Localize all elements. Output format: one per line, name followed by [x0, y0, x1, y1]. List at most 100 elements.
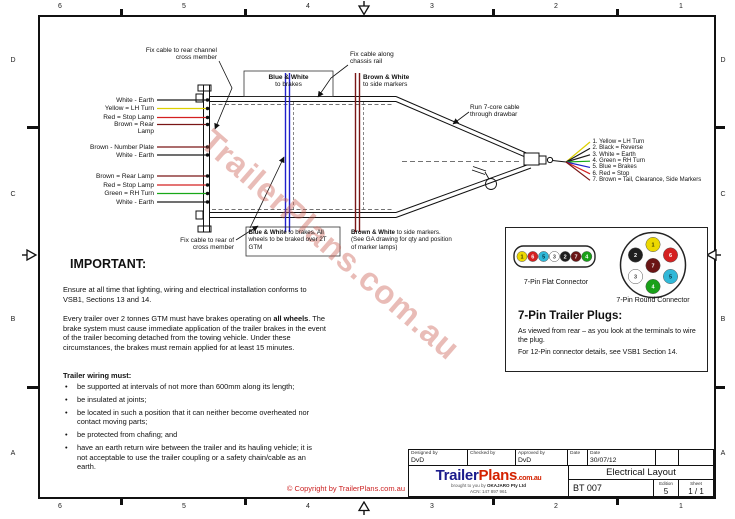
ruler-letter: D [10, 57, 16, 64]
pin-wire-label: 5. Blue = Brakes [592, 164, 637, 171]
wire-label: White - Earth [116, 198, 154, 206]
flat-pin-number: 7 [574, 255, 577, 261]
copyright-notice: © Copyright by TrailerPlans.com.au [286, 484, 405, 493]
wire-label: White - Earth [116, 151, 154, 159]
document-number: BT 007 [569, 480, 654, 496]
important-para2: Every trailer over 2 tonnes GTM must hav… [63, 314, 327, 352]
ruler-number: 3 [430, 503, 434, 510]
tb-value: DvD [411, 457, 425, 464]
flat-pin-number: 5 [542, 255, 545, 261]
centre-arrow-top [357, 1, 371, 16]
ruler-tick [27, 126, 38, 129]
round-pin-number: 5 [669, 275, 672, 281]
callout-drawbar: Run 7-core cable through drawbar [470, 104, 520, 119]
logo-tagline: brought to you by OKAJARO Pty Ltd [450, 483, 526, 489]
ruler-tick [616, 498, 619, 505]
ruler-number: 4 [306, 3, 310, 10]
important-para2-bold: all wheels [273, 314, 309, 323]
centre-arrow-right [705, 248, 721, 262]
ruler-tick [492, 498, 495, 505]
plugs-heading: 7-Pin Trailer Plugs: [518, 310, 623, 322]
ruler-number: 2 [554, 503, 558, 510]
label-brakes-bottom: Blue & White to brakes. All wheels to be… [249, 229, 338, 251]
wire-label: Brown = Rear Lamp [114, 121, 154, 136]
ruler-number: 5 [182, 3, 186, 10]
sheet-cell: Sheet 1 / 1 [679, 480, 713, 496]
wire-label: Red = Stop Lamp [103, 114, 154, 121]
wire-label: Red = Stop Lamp [103, 181, 154, 189]
centre-arrow-bottom [357, 501, 371, 515]
ruler-tick [27, 386, 38, 389]
ruler-tick [244, 9, 247, 16]
important-para2-pre: Every trailer over 2 tonnes GTM must hav… [63, 314, 274, 323]
label-side-markers-top-bold: Brown & White [363, 74, 410, 81]
wire-label: Green = RH Turn [104, 190, 154, 197]
ruler-tick [616, 9, 619, 16]
logo-tagline-pre: brought to you by [450, 483, 486, 488]
logo-part-plans: Plans [478, 466, 518, 484]
tb-header: Checked by [470, 451, 496, 456]
ruler-tick [120, 498, 123, 505]
tb-header: Approved by [518, 451, 545, 456]
important-heading: IMPORTANT: [70, 257, 147, 271]
drawing-title: Electrical Layout [569, 466, 713, 480]
wiring-rule: be supported at intervals of not more th… [63, 382, 315, 392]
edition-cell: Edition 5 [654, 480, 679, 496]
pin-wire-label: 6. Red = Stop [592, 170, 630, 177]
leader-lines [214, 60, 470, 241]
ruler-letter: A [10, 450, 16, 457]
ruler-tick [714, 126, 725, 129]
ruler-letter: A [720, 450, 726, 457]
ruler-tick [244, 498, 247, 505]
callout-chassis-rail: Fix cable along chassis rail [350, 51, 394, 66]
round-pin-number: 1 [651, 243, 654, 249]
tb-date-2: Date 30/07/12 [588, 450, 656, 465]
brake-cables [284, 73, 294, 232]
flat-pin-number: 3 [553, 255, 556, 261]
callout-rear-cross: Fix cable to rear of cross member [180, 237, 234, 252]
label-side-markers-top-rest: to side markers [363, 81, 408, 89]
tb-value: DvD [518, 457, 532, 464]
drawbar [395, 96, 567, 218]
ruler-number: 4 [306, 503, 310, 510]
ruler-letter: D [720, 57, 726, 64]
round-pin-number: 6 [669, 253, 672, 259]
ruler-tick [120, 9, 123, 16]
important-para1: Ensure at all time that lighting, wiring… [63, 285, 307, 304]
title-block: Designed by DvD Checked by Approved by D… [408, 449, 714, 497]
title-block-bottom-row: BT 007 Edition 5 Sheet 1 / 1 [569, 480, 713, 496]
ruler-number: 6 [58, 503, 62, 510]
round-pin-number: 4 [651, 285, 655, 291]
wiring-rule: be located in such a position that it ca… [63, 408, 315, 427]
round-pin-number: 7 [651, 264, 654, 270]
label-side-markers-top: Brown & White to side markers [363, 74, 423, 89]
title-block-header-row: Designed by DvD Checked by Approved by D… [409, 450, 713, 466]
tb-value: 30/07/12 [590, 457, 617, 464]
logo-part-domain: .com.au [517, 474, 542, 482]
flat-pin-number: 2 [564, 255, 567, 261]
pin-wire-label: 2. Black = Reverse [592, 145, 644, 152]
edition-value: 5 [663, 487, 669, 496]
ruler-letter: B [10, 316, 16, 323]
title-block-right: Electrical Layout BT 007 Edition 5 Sheet… [569, 466, 713, 496]
label-side-markers-bottom: Brown & White to side markers. (See GA d… [351, 229, 453, 251]
ruler-letter: C [720, 191, 726, 198]
pin-wire-label: 3. White = Earth [592, 151, 636, 158]
sheet-value: 1 / 1 [688, 487, 704, 496]
plug-detail-box: 1 6 5 3 2 7 4 7-Pin Flat Connector 1 2 6… [505, 227, 708, 372]
title-block-main-row: TrailerPlans.com.au brought to you by OK… [409, 466, 713, 496]
ruler-tick [492, 9, 495, 16]
ruler-number: 2 [554, 3, 558, 10]
jockey-wheel [471, 166, 497, 190]
plugs-body1: As viewed from rear – as you look at the… [518, 328, 696, 344]
flat-pin-number: 1 [520, 255, 523, 261]
label-brakes-top-rest: to brakes [275, 80, 302, 88]
wire-label: Yellow = LH Turn [104, 105, 154, 112]
plug-wire-fan [565, 141, 591, 181]
callout-boxes [243, 70, 341, 257]
flat-connector: 1 6 5 3 2 7 4 [513, 245, 596, 268]
wire-label: Brown - Number Plate [90, 143, 154, 151]
wiring-rule: have an earth return wire between the tr… [63, 443, 315, 471]
